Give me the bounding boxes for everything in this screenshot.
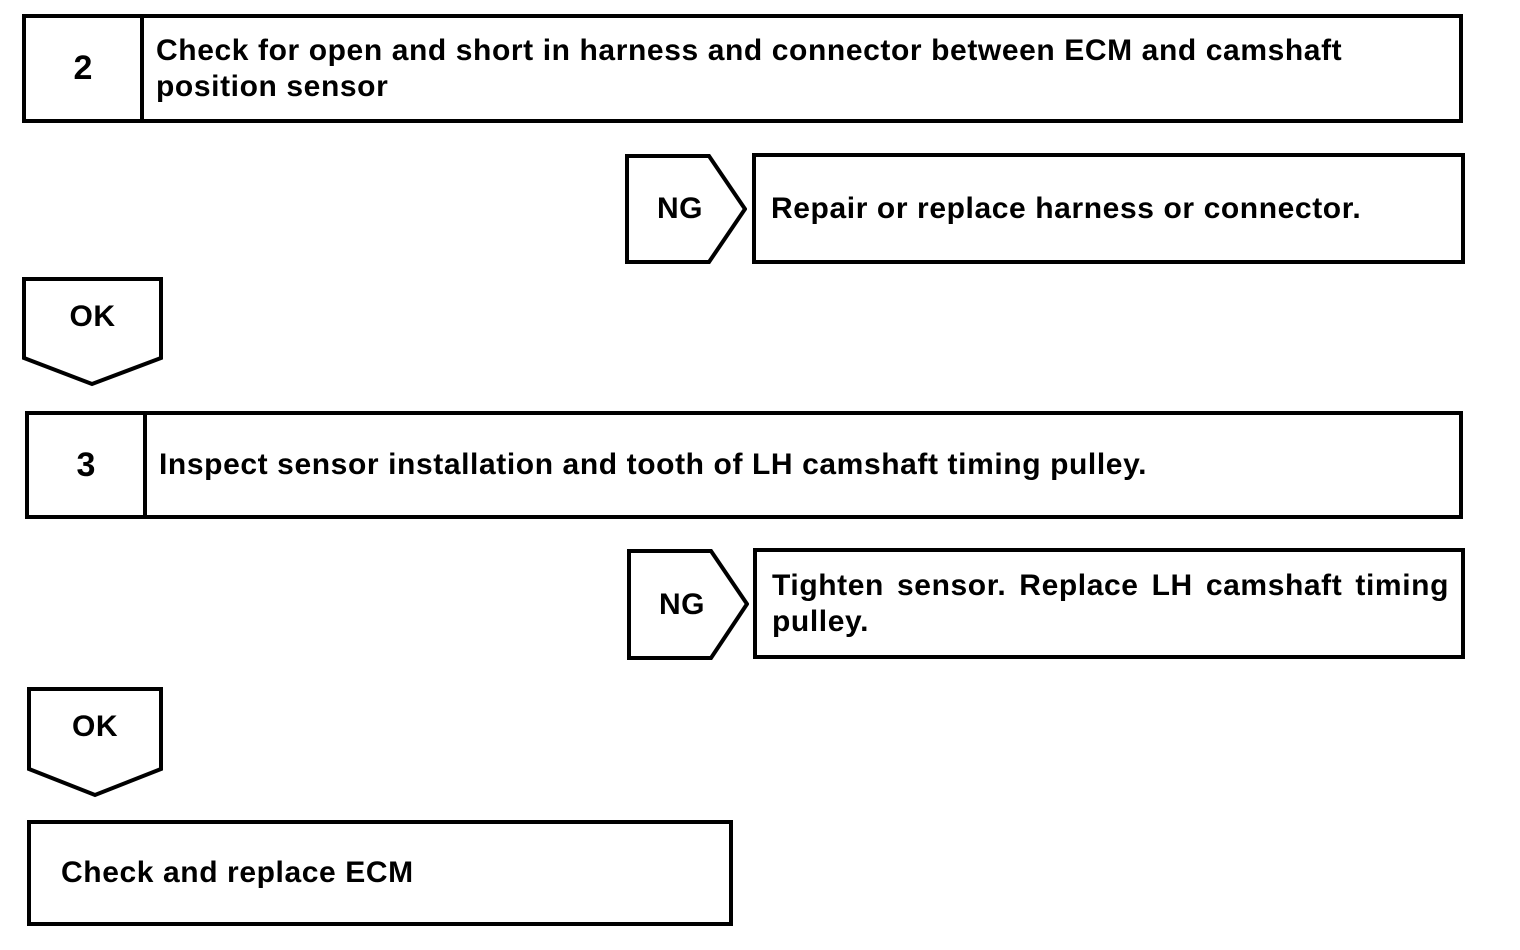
ok-connector-1: OK (22, 277, 163, 387)
ng-action-text: Tighten sensor. Replace LH camshaft timi… (772, 568, 1449, 638)
step-2-box: 2 Check for open and short in harness an… (22, 14, 1463, 123)
step-3-number: 3 (29, 415, 147, 515)
ng-connector-2: NG (627, 549, 749, 660)
ng-arrow-icon (625, 154, 747, 264)
ng-arrow-icon (627, 549, 749, 660)
ng-action-text: Repair or replace harness or connector. (771, 191, 1362, 225)
final-action-box: Check and replace ECM (27, 820, 733, 926)
step-3-box: 3 Inspect sensor installation and tooth … (25, 411, 1463, 519)
ng-label: NG (657, 192, 703, 225)
ok-label: OK (69, 300, 116, 333)
final-action-text: Check and replace ECM (61, 856, 414, 889)
step-2-instruction: Check for open and short in harness and … (156, 33, 1343, 103)
step-2-number: 2 (26, 18, 144, 119)
ng-action-box-1: Repair or replace harness or connector. (752, 153, 1465, 264)
ng-action-box-2: Tighten sensor. Replace LH camshaft timi… (753, 548, 1465, 659)
ng-connector-1: NG (625, 154, 747, 264)
ng-label: NG (659, 587, 705, 621)
step-3-instruction: Inspect sensor installation and tooth of… (159, 448, 1148, 481)
ok-pentagon-icon (22, 277, 163, 387)
ok-label: OK (72, 710, 118, 743)
ok-connector-2: OK (27, 687, 163, 798)
ok-pentagon-icon (27, 687, 163, 798)
